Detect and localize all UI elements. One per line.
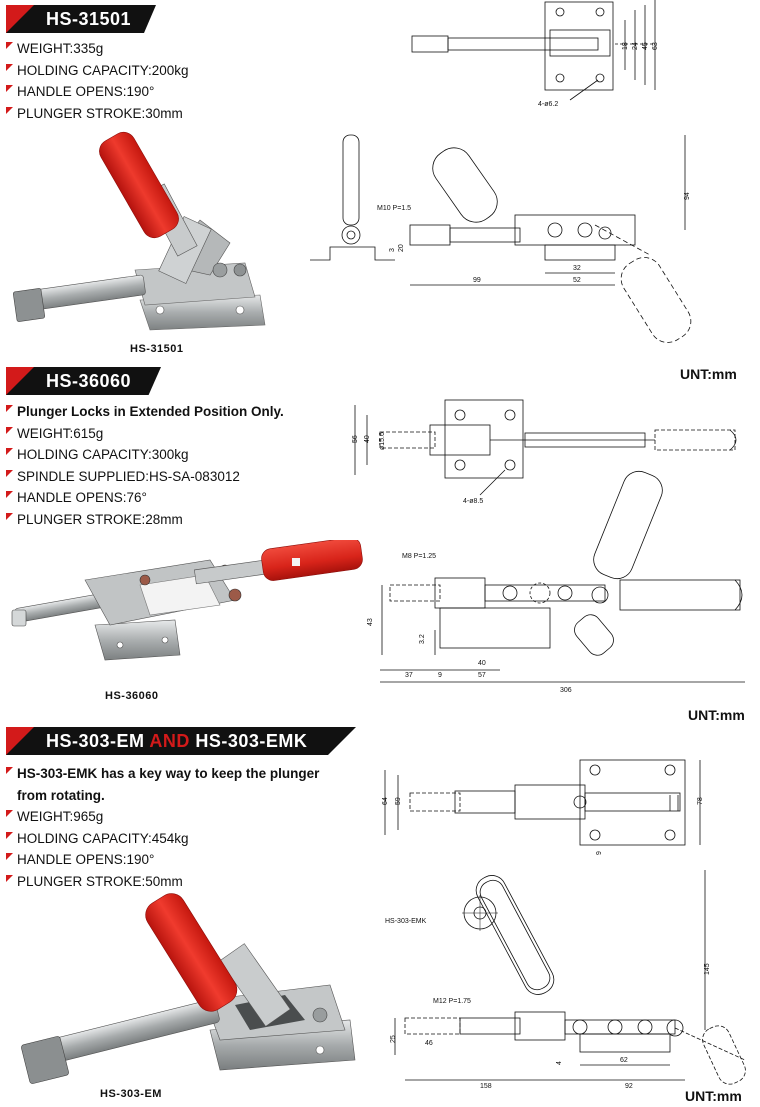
dim-label: 40: [364, 435, 371, 443]
photo-caption: HS-31501: [130, 343, 184, 355]
model-title: HS-31501: [46, 8, 132, 29]
dim-label: 62: [620, 1057, 628, 1064]
dim-label: 145: [704, 963, 711, 975]
clamp-photo: [13, 131, 266, 331]
dim-label: 63: [652, 42, 659, 50]
technical-drawing-side-view: M8 P=1.25 43 3.2 40 37 9 57 306: [367, 470, 745, 694]
bullet-icon: [6, 853, 13, 860]
bullet-icon: [6, 448, 13, 455]
model-title: HS-303-EM AND HS-303-EMK: [46, 730, 308, 751]
bullet-icon: [6, 42, 13, 49]
keyway-label: HS-303-EMK: [385, 918, 427, 925]
technical-drawing-top-view: 4-ø6.2 18 24 45 63: [411, 0, 659, 108]
spec-item: PLUNGER STROKE:28mm: [6, 509, 284, 531]
bullet-icon: [6, 831, 13, 839]
spec-item: PLUNGER STROKE:30mm: [6, 103, 189, 125]
dim-label: 78: [697, 797, 704, 805]
bullet-icon: [6, 810, 13, 817]
bullet-icon: [6, 63, 13, 71]
dim-label: M12 P=1.75: [433, 998, 471, 1005]
model-banner: HS-36060: [6, 367, 161, 395]
bullet-icon: [6, 405, 13, 412]
dim-label: 9: [438, 672, 442, 679]
dim-label: 59: [395, 797, 402, 805]
dim-label: 4-ø6.2: [538, 101, 558, 108]
spec-item: HS-303-EMK has a key way to keep the plu…: [6, 763, 326, 806]
dim-label: 64: [382, 797, 389, 805]
clamp-photo: [11, 540, 363, 661]
bullet-icon: [6, 874, 13, 882]
spec-item: HANDLE OPENS:190°: [6, 81, 189, 103]
bullet-icon: [6, 491, 13, 498]
model-banner: HS-31501: [6, 5, 156, 33]
dim-label: 99: [473, 277, 481, 284]
technical-drawing-side-view: M12 P=1.75 25 46 4 145 62 158 92: [390, 870, 746, 1090]
model-title: HS-36060: [46, 370, 132, 391]
photo-caption: HS-303-EM: [100, 1088, 162, 1100]
dim-label: 37: [405, 672, 413, 679]
spec-item: HANDLE OPENS:76°: [6, 487, 284, 509]
spec-item: WEIGHT:615g: [6, 423, 284, 445]
dim-label: 4-ø8.5: [463, 498, 483, 505]
spec-item: SPINDLE SUPPLIED:HS-SA-083012: [6, 466, 284, 488]
bullet-icon: [6, 469, 13, 477]
model-banner: HS-303-EM AND HS-303-EMK: [6, 727, 356, 755]
dim-label: 43: [367, 618, 374, 626]
unit-label: UNT:mm: [688, 707, 745, 723]
spec-item: HOLDING CAPACITY:454kg: [6, 828, 326, 850]
dim-label: 158: [480, 1083, 492, 1090]
spec-item: HANDLE OPENS:190°: [6, 849, 326, 871]
dim-label: M10 P=1.5: [377, 205, 411, 212]
dim-label: 92: [625, 1083, 633, 1090]
spec-item: WEIGHT:335g: [6, 38, 189, 60]
dim-label: 94: [684, 192, 691, 200]
spec-list: WEIGHT:335g HOLDING CAPACITY:200kg HANDL…: [6, 38, 189, 124]
dim-label: M8 P=1.25: [402, 553, 436, 560]
spec-item: Plunger Locks in Extended Position Only.: [6, 401, 284, 423]
dim-label: 20: [398, 244, 405, 252]
unit-label: UNT:mm: [680, 366, 737, 382]
spec-item: HOLDING CAPACITY:200kg: [6, 60, 189, 82]
dim-label: 25: [390, 1035, 397, 1043]
dim-label: 40: [478, 660, 486, 667]
dim-label: 18: [622, 42, 629, 50]
bullet-icon: [6, 106, 13, 114]
keyway-section-icon: [462, 895, 498, 931]
bullet-icon: [6, 426, 13, 434]
spec-list: HS-303-EMK has a key way to keep the plu…: [6, 763, 326, 892]
dim-label: 306: [560, 687, 572, 694]
spec-item: PLUNGER STROKE:50mm: [6, 871, 326, 893]
dim-label: 3.2: [419, 634, 426, 644]
dim-label: 56: [352, 435, 359, 443]
spec-item: WEIGHT:965g: [6, 806, 326, 828]
dim-label: 45: [642, 42, 649, 50]
spec-list: Plunger Locks in Extended Position Only.…: [6, 401, 284, 530]
dim-label: 3: [389, 248, 396, 252]
dim-label: 9: [596, 851, 603, 855]
product-section-hs-31501: HS-31501 WEIGHT:335g HOLDING CAPACITY:20…: [0, 0, 760, 382]
technical-drawing-side-view: M10 P=1.5 3 20 94 32 52 99: [310, 134, 692, 343]
dim-label: 24: [632, 42, 639, 50]
product-section-hs-303-em: HS-303-EM AND HS-303-EMK HS-303-EMK has …: [0, 725, 760, 1107]
photo-caption: HS-36060: [105, 690, 159, 702]
spec-item: HOLDING CAPACITY:300kg: [6, 444, 284, 466]
unit-label: UNT:mm: [685, 1088, 742, 1104]
bullet-icon: [6, 767, 13, 774]
dim-label: 57: [478, 672, 486, 679]
dim-label: 46: [425, 1040, 433, 1047]
product-section-hs-36060: HS-36060 Plunger Locks in Extended Posit…: [0, 365, 760, 723]
dim-label: 32: [573, 265, 581, 272]
dim-label: ø15.6: [379, 432, 386, 450]
dim-label: 4: [556, 1061, 563, 1065]
clamp-photo: [21, 893, 356, 1084]
bullet-icon: [6, 512, 13, 520]
dim-label: 52: [573, 277, 581, 284]
technical-drawing-top-view: 56 40 ø15.6 4-ø8.5: [352, 399, 737, 505]
bullet-icon: [6, 85, 13, 92]
technical-drawing-top-view: 64 59 78 9: [382, 759, 704, 855]
